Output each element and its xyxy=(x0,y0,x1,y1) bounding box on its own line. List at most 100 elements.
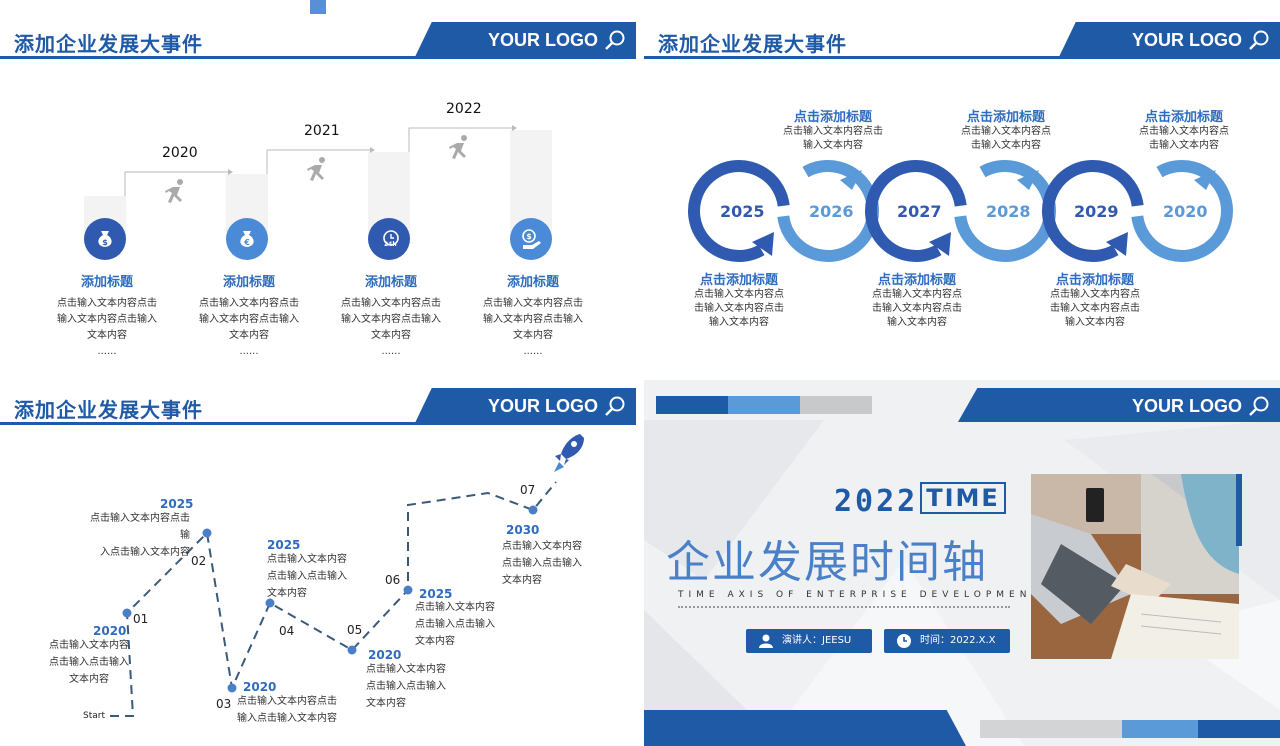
top-bar-gray xyxy=(800,396,872,414)
event-text: 点击输入文本内容 点击输入点击输入 文本内容 xyxy=(366,661,446,712)
event-line: 点击输入文本内容 xyxy=(366,664,446,675)
presenter-badge: 演讲人：JEESU xyxy=(746,629,872,653)
cycle-rings xyxy=(688,160,1233,263)
rocket-icon xyxy=(554,434,584,472)
svg-text:$: $ xyxy=(526,232,532,241)
euro-bag-icon: € xyxy=(226,218,268,260)
runner-icon xyxy=(449,135,467,159)
step-text-3: 添加标题 点击输入文本内容点击 输入文本内容点击输入 文本内容 ...... xyxy=(336,271,446,360)
step-line: 点击输入文本内容点击 xyxy=(199,298,299,309)
cycle-year-2: 2026 xyxy=(809,202,854,221)
note-line: 点击输入文本内容点 xyxy=(1139,126,1229,137)
slide-zigzag-timeline: 添加企业发展大事件 YOUR LOGO Start 01 02 03 04 05… xyxy=(0,380,636,746)
note-line: 击输入文本内容 xyxy=(971,140,1041,151)
event-line: 点击输入文本内容 xyxy=(415,602,495,613)
laptop-typing-photo xyxy=(1031,474,1239,659)
slide-cycle-timeline: 添加企业发展大事件 YOUR LOGO 2025 2026 2027 2028 … xyxy=(644,0,1280,366)
24h-clock-icon: 24h xyxy=(368,218,410,260)
note-title: 点击添加标题 xyxy=(699,273,778,288)
step-line: ...... xyxy=(239,346,259,357)
cycle-year-6: 2020 xyxy=(1163,202,1208,221)
bottom-bar-end xyxy=(1198,720,1280,738)
cycle-bottom-note-1: 点击添加标题 点击输入文本内容点 击输入文本内容点击 输入文本内容 xyxy=(684,269,794,330)
step-year-1: 2020 xyxy=(162,145,198,161)
step-line: 输入文本内容点击输入 xyxy=(341,314,441,325)
event-year: 2025 xyxy=(419,587,453,601)
runner-icon xyxy=(307,157,325,181)
step-line: ...... xyxy=(97,346,117,357)
event-line: 文本内容 xyxy=(267,588,307,599)
step-text-2: 添加标题 点击输入文本内容点击 输入文本内容点击输入 文本内容 ...... xyxy=(194,271,304,360)
logo-text: YOUR LOGO xyxy=(487,30,598,50)
point-number: 01 xyxy=(133,612,149,626)
event-line: 文本内容 xyxy=(502,575,542,586)
date-badge: 时间：2022.X.X xyxy=(884,629,1010,653)
cover-time-box: TIME xyxy=(920,482,1006,514)
note-line: 击输入文本内容点击 xyxy=(872,303,962,314)
note-line: 点击输入文本内容点 xyxy=(694,289,784,300)
cover-main-title: 企业发展时间轴 xyxy=(666,537,988,588)
search-icon xyxy=(1249,30,1269,50)
cycle-year-1: 2025 xyxy=(720,202,765,221)
event-year: 2020 xyxy=(93,624,127,638)
logo-text: YOUR LOGO xyxy=(487,396,598,416)
note-line: 点击输入文本内容点 xyxy=(872,289,962,300)
cycle-bottom-note-3: 点击添加标题 点击输入文本内容点 击输入文本内容点击 输入文本内容 xyxy=(1040,269,1150,330)
event-text: 点击输入文本内容 点击输入点击输入 文本内容 xyxy=(502,538,582,589)
note-title: 点击添加标题 xyxy=(966,110,1045,125)
event-year: 2025 xyxy=(160,497,194,511)
event-line: 点击输入文本内容 xyxy=(267,554,347,565)
zigzag-path xyxy=(110,481,557,717)
note-title: 点击添加标题 xyxy=(1144,110,1223,125)
point-number: 03 xyxy=(216,697,232,711)
slide-title: 添加企业发展大事件 xyxy=(14,32,203,56)
bottom-bar-dark xyxy=(644,710,966,746)
cycle-top-note-3: 点击添加标题 点击输入文本内容点 击输入文本内容 xyxy=(1129,106,1239,153)
event-line: 文本内容 xyxy=(69,674,109,685)
event-line: 点击输入文本内容 xyxy=(502,541,582,552)
step-title: 添加标题 xyxy=(364,275,417,290)
step-line: 文本内容 xyxy=(229,330,269,341)
logo-banner xyxy=(958,388,1280,422)
note-line: 击输入文本内容 xyxy=(1149,140,1219,151)
step-line: 文本内容 xyxy=(371,330,411,341)
event-year: 2020 xyxy=(243,680,277,694)
step-line: 文本内容 xyxy=(513,330,553,341)
date-text: 时间：2022.X.X xyxy=(920,635,996,646)
bottom-bar-light xyxy=(1122,720,1198,738)
event-year: 2020 xyxy=(368,648,402,662)
cycle-year-4: 2028 xyxy=(986,202,1031,221)
event-line: 点击输入文本内容 xyxy=(49,640,129,651)
runner-icon xyxy=(165,179,183,203)
note-title: 点击添加标题 xyxy=(793,110,872,125)
event-line: 点击输入点击输入 xyxy=(49,657,129,668)
event-line: 点击输入点击输入 xyxy=(366,681,446,692)
step-title: 添加标题 xyxy=(222,275,275,290)
step-text-1: 添加标题 点击输入文本内容点击 输入文本内容点击输入 文本内容 ...... xyxy=(52,271,162,360)
event-line: 点击输入点击输入 xyxy=(415,619,495,630)
event-line: 点击输入文本内容点击输 xyxy=(90,513,190,541)
header-rule xyxy=(0,56,636,59)
note-line: 点击输入文本内容点 xyxy=(961,126,1051,137)
event-line: 文本内容 xyxy=(366,698,406,709)
step-line: ...... xyxy=(523,346,543,357)
event-line: 文本内容 xyxy=(415,636,455,647)
cycle-year-3: 2027 xyxy=(897,202,942,221)
note-title: 点击添加标题 xyxy=(877,273,956,288)
event-text: 点击输入文本内容 点击输入点击输入 文本内容 xyxy=(415,599,495,650)
search-icon xyxy=(605,30,625,50)
step-line: 输入文本内容点击输入 xyxy=(199,314,299,325)
note-line: 点击输入文本内容点击 xyxy=(783,126,883,137)
event-text: 点击输入文本内容 点击输入点击输入 文本内容 xyxy=(267,551,347,602)
clock-icon xyxy=(897,634,911,648)
bottom-bar-gray xyxy=(980,720,1130,738)
slide-gap xyxy=(0,366,1280,380)
top-accent-bar xyxy=(310,0,326,14)
event-line: 点击输入点击输入 xyxy=(267,571,347,582)
slide-title: 添加企业发展大事件 xyxy=(658,32,847,56)
note-line: 击输入文本内容点击 xyxy=(1050,303,1140,314)
cover-year: 2022 xyxy=(834,484,919,519)
svg-text:24h: 24h xyxy=(384,241,397,248)
point-number: 02 xyxy=(191,554,207,568)
event-text: 点击输入文本内容点击输 入点击输入文本内容 xyxy=(86,510,190,561)
